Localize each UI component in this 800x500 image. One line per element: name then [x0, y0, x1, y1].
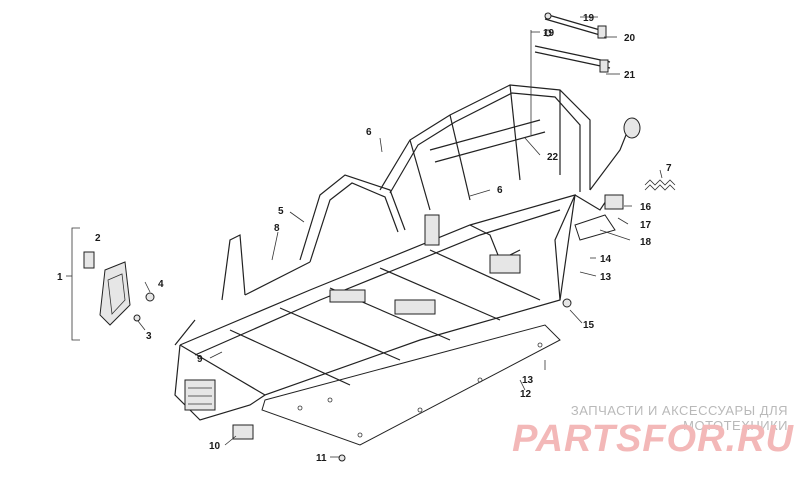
callout-12: 12	[520, 389, 532, 400]
callout-4: 4	[158, 279, 164, 290]
skid-plate	[261, 324, 561, 446]
callout-labels: 19 19 20 21 22 6 6 7 16 17 18 14 13 15 1…	[57, 13, 672, 464]
callout-15: 15	[583, 320, 595, 331]
callout-2: 2	[95, 233, 101, 244]
callout-11: 11	[316, 453, 327, 464]
callout-22: 22	[547, 152, 559, 163]
callout-18: 18	[640, 237, 652, 248]
callout-14: 14	[600, 254, 612, 265]
callout-7: 7	[666, 163, 672, 174]
rear-bar-assembly	[530, 12, 611, 135]
callout-21: 21	[624, 70, 636, 81]
part-11-screw	[338, 454, 346, 462]
callout-20: 20	[624, 33, 636, 44]
main-frame	[174, 84, 641, 421]
callout-9: 9	[197, 354, 203, 365]
callout-17: 17	[640, 220, 652, 231]
watermark-tagline: ЗАПЧАСТИ И АКСЕССУАРЫ ДЛЯ МОТОТЕХНИКИ	[570, 403, 788, 433]
callout-19a: 19	[583, 13, 595, 24]
callout-8: 8	[274, 223, 280, 234]
part-16-bracket	[604, 194, 624, 210]
callout-1: 1	[57, 272, 63, 283]
callout-6a: 6	[366, 127, 372, 138]
callout-3: 3	[146, 331, 152, 342]
callout-6b: 6	[497, 185, 503, 196]
part-10-bracket	[232, 424, 254, 440]
callout-19b: 19	[543, 28, 555, 39]
watermark-logo: PARTSFOR.RU	[512, 418, 794, 460]
callout-13b: 13	[522, 375, 534, 386]
callout-13a: 13	[600, 272, 612, 283]
callout-5: 5	[278, 206, 284, 217]
part-1-bracket-group	[66, 227, 155, 341]
part-14-plate	[574, 214, 616, 241]
callout-10: 10	[209, 441, 221, 452]
callout-16: 16	[640, 202, 652, 213]
part-7-spring	[644, 179, 676, 191]
part-15-bolt	[562, 298, 572, 308]
leader-lines	[137, 16, 663, 458]
